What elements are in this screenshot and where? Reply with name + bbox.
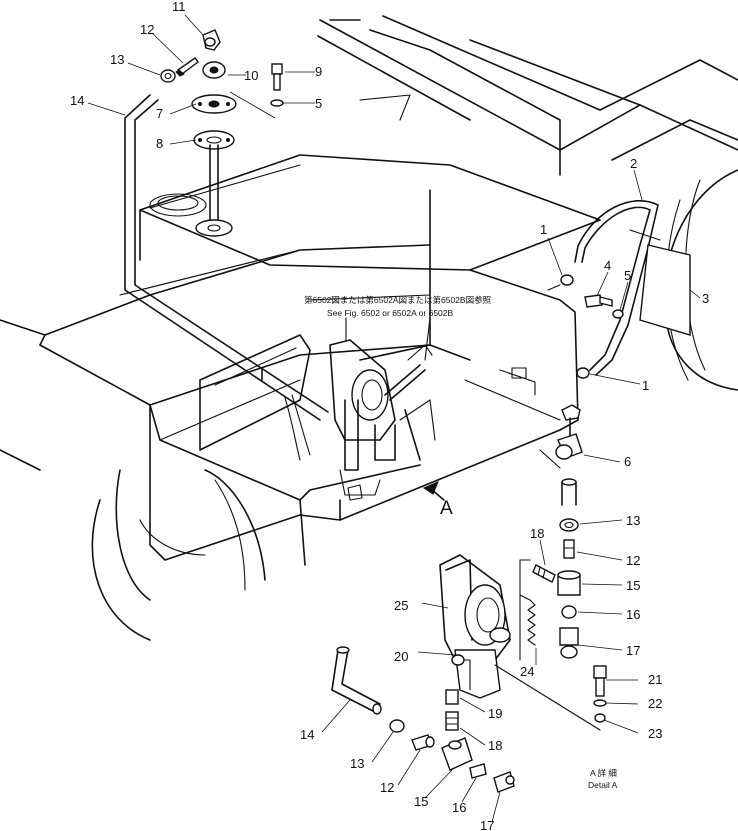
callout-23: 23 — [648, 726, 662, 741]
callout-11: 11 — [172, 0, 186, 14]
detail-caption-en: Detail A — [588, 780, 618, 790]
return-hose — [547, 200, 691, 379]
callout-16-lower: 16 — [452, 800, 466, 815]
callout-14-lower: 14 — [300, 727, 314, 742]
drain-valve — [539, 404, 583, 469]
callout-1-lower: 1 — [642, 378, 649, 393]
callout-15-lower: 15 — [414, 794, 428, 809]
view-marker-label: A — [440, 498, 453, 519]
callout-25: 25 — [394, 598, 408, 613]
callout-8: 8 — [156, 136, 163, 151]
callout-3: 3 — [702, 291, 709, 306]
callout-7: 7 — [156, 106, 163, 121]
leader-lines — [87, 14, 701, 823]
callout-13-right: 13 — [626, 513, 640, 528]
detail-caption: A 詳 細 Detail A — [588, 768, 618, 790]
filler-assembly — [160, 29, 284, 237]
callout-12-top: 12 — [140, 22, 154, 37]
view-arrow: A — [422, 481, 453, 519]
callout-6: 6 — [624, 454, 631, 469]
pump-detail — [439, 554, 607, 731]
callout-labels: 11 12 13 14 7 8 10 9 5 1 2 4 5 3 1 6 13 … — [70, 0, 709, 831]
callout-21: 21 — [648, 672, 662, 687]
callout-5-top: 5 — [315, 96, 322, 111]
callout-1-upper: 1 — [540, 222, 547, 237]
callout-15-right: 15 — [626, 578, 640, 593]
reference-note-en: See Fig. 6502 or 6502A or 6502B — [327, 308, 454, 318]
lower-hose — [331, 646, 515, 793]
callout-20: 20 — [394, 649, 408, 664]
callout-17-lower: 17 — [480, 818, 494, 831]
callout-10: 10 — [244, 68, 258, 83]
callout-12-right: 12 — [626, 553, 640, 568]
callout-5-right: 5 — [624, 268, 631, 283]
hose-upper — [124, 94, 329, 461]
callout-13-lower: 13 — [350, 756, 364, 771]
callout-9: 9 — [315, 64, 322, 79]
callout-17-right: 17 — [626, 643, 640, 658]
callout-4: 4 — [604, 258, 611, 273]
machine-body — [0, 15, 738, 641]
callout-2: 2 — [630, 156, 637, 171]
callout-24: 24 — [520, 664, 534, 679]
detail-caption-jp: A 詳 細 — [590, 768, 617, 778]
callout-18-lower: 18 — [488, 738, 502, 753]
pump-installed — [329, 339, 436, 501]
reference-note: 第6502図または第6502A図または第6502B図参照 See Fig. 65… — [304, 295, 492, 361]
reference-note-jp: 第6502図または第6502A図または第6502B図参照 — [304, 295, 492, 305]
callout-16-right: 16 — [626, 607, 640, 622]
callout-18-right: 18 — [530, 526, 544, 541]
callout-14-top: 14 — [70, 93, 84, 108]
callout-13-top: 13 — [110, 52, 124, 67]
callout-22: 22 — [648, 696, 662, 711]
fitting-stack-right — [519, 478, 581, 661]
callout-12-lower: 12 — [380, 780, 394, 795]
callout-19: 19 — [488, 706, 502, 721]
